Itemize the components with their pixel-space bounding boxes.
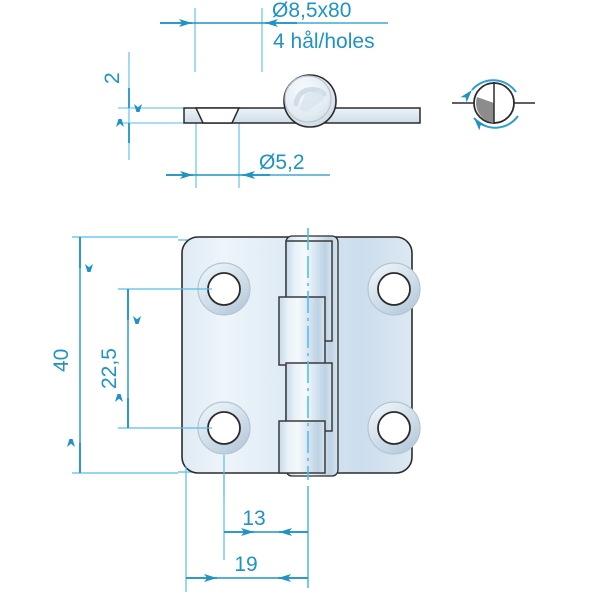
note-hole-count: 4 hål/holes	[273, 30, 375, 53]
side-plate-body	[183, 107, 421, 124]
dim-label-width-hole-offset: 19	[234, 553, 257, 576]
dim-hole-diameter-bottom: Ø5,2	[166, 151, 330, 179]
hole-bottom-right	[367, 401, 421, 455]
side-view-centerlines	[118, 8, 263, 188]
side-knuckle-barrel	[283, 74, 337, 128]
dim-label-thickness: 2	[101, 72, 124, 84]
rotation-arrows-icon	[460, 79, 519, 131]
dim-width-to-centerline: 13	[224, 507, 308, 536]
dim-hole-diameter-top: Ø8,5x80	[160, 0, 388, 27]
dim-thickness: 2	[101, 72, 129, 143]
dim-label-hole-diameter-bottom: Ø5,2	[259, 151, 305, 174]
end-view-shaded-quadrant	[476, 97, 494, 123]
dim-hole-spacing: 22,5	[98, 288, 212, 429]
dim-width-hole-offset: 19	[186, 553, 308, 582]
front-view: 40 22,5 13	[50, 228, 421, 592]
end-rotation-view	[452, 79, 535, 131]
dim-label-hole-diameter-top: Ø8,5x80	[272, 0, 351, 22]
side-section-view: Ø8,5x80 4 hål/holes 2	[101, 0, 421, 188]
hinge-knuckle	[278, 228, 339, 588]
dim-label-hole-spacing: 22,5	[98, 348, 121, 389]
hole-top-right	[367, 262, 421, 316]
dim-label-height-overall: 40	[50, 349, 73, 372]
dim-label-width-to-centerline: 13	[242, 507, 265, 530]
dim-height-overall: 40	[50, 236, 178, 474]
front-view-bottom-extensions	[185, 455, 225, 592]
knuckle-segment-2	[278, 296, 326, 366]
knuckle-segment-4	[278, 420, 326, 474]
hole-bottom-left	[197, 401, 251, 455]
